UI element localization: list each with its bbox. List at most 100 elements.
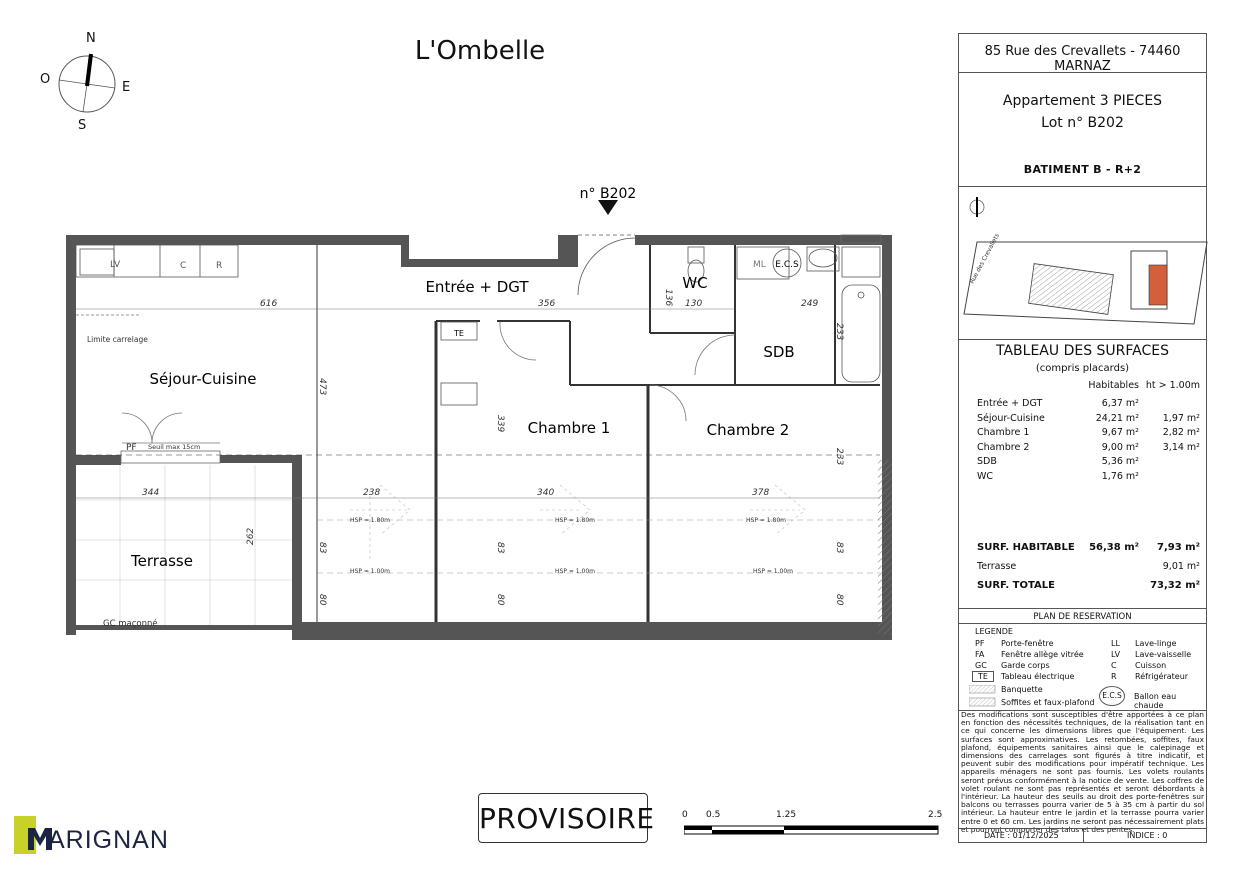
- surf-habitable-row: SURF. HABITABLE 56,38 m² 7,93 m²: [977, 542, 1200, 553]
- legend-soffites: Soffites et faux-plafond: [1001, 698, 1095, 707]
- dim-80-2: 80: [495, 594, 505, 606]
- scale-tick-1: 0.5: [706, 810, 721, 820]
- room-labels: Séjour-Cuisine Entrée + DGT WC SDB Chamb…: [130, 274, 795, 570]
- dim-262: 262: [246, 528, 256, 545]
- room-terrasse: Terrasse: [130, 552, 193, 570]
- compass-rose: N O E S: [40, 30, 150, 133]
- gc-label: GC maçonné: [103, 618, 158, 629]
- exterior-walls: [66, 235, 892, 640]
- dim-130: 130: [685, 299, 702, 309]
- hsp-180-2: HSP = 1.80m: [555, 517, 595, 524]
- hatch-legend-icon: [969, 685, 996, 707]
- dim-233-sdb: 233: [834, 323, 844, 340]
- pf-label: PF: [126, 443, 137, 453]
- legend-text: Lave-linge: [1135, 639, 1177, 648]
- room-entree: Entrée + DGT: [425, 278, 529, 296]
- legend-text: Cuisson: [1135, 661, 1167, 670]
- table-row: Séjour-Cuisine 24,21 m² 1,97 m²: [977, 413, 1200, 424]
- floor-plan: LV C R n° B202 ML E.C.S TE: [60, 185, 900, 645]
- legend-banquette: Banquette: [1001, 685, 1043, 694]
- table-row: Chambre 2 9,00 m² 3,14 m²: [977, 442, 1200, 453]
- legend-ecs: Ballon eau chaude: [1134, 692, 1177, 710]
- dim-238: 238: [363, 488, 380, 498]
- indice: INDICE : 0: [1127, 831, 1168, 840]
- lot-marker: n° B202: [580, 186, 637, 202]
- legend-code: TE: [972, 671, 994, 682]
- lv-label: LV: [110, 260, 121, 270]
- apartment-type: Appartement 3 PIECES: [1002, 93, 1163, 109]
- hsp-180-1: HSP = 1.80m: [350, 517, 390, 524]
- lot-number: Lot n° B202: [1041, 115, 1124, 131]
- dim-616: 616: [260, 299, 277, 309]
- table-row: Entrée + DGT 6,37 m²: [977, 398, 1139, 409]
- dim-356: 356: [538, 299, 555, 309]
- site-plan: Rue des Crevallets: [959, 189, 1208, 339]
- interior-walls: [76, 245, 880, 622]
- marignan-logo: ARIGNAN: [14, 816, 194, 856]
- dim-83-1: 83: [317, 542, 327, 554]
- ecs-label: E.C.S: [775, 260, 799, 270]
- terrace-tiles: [76, 465, 292, 625]
- seuil-label: Seuil max 15cm: [148, 443, 200, 451]
- dim-344: 344: [142, 488, 159, 498]
- scale-tick-2: 1.25: [776, 810, 797, 820]
- roof-window-markers: [350, 484, 806, 560]
- address: 85 Rue des Crevallets - 74460 MARNAZ: [984, 44, 1181, 74]
- logo-text: ARIGNAN: [48, 826, 169, 854]
- plan-title: L'Ombelle: [414, 36, 546, 66]
- room-chambre-1: Chambre 1: [528, 419, 611, 437]
- dim-80-3: 80: [834, 594, 844, 606]
- dim-83-2: 83: [495, 542, 505, 554]
- notes: Des modifications sont susceptibles d'êt…: [961, 710, 1204, 834]
- compass-east: E: [122, 80, 131, 95]
- table-row: Chambre 1 9,67 m² 2,82 m²: [977, 427, 1200, 438]
- ecs-icon: E.C.S: [1099, 686, 1125, 706]
- electrical-panel: [440, 321, 478, 406]
- wc-fixtures: [687, 246, 881, 383]
- legend-text: Porte-fenêtre: [1001, 639, 1054, 648]
- apartment-block: Appartement 3 PIECES Lot n° B202: [959, 90, 1206, 134]
- kitchen-counter: [75, 244, 239, 278]
- col-ht: ht > 1.00m: [1145, 380, 1200, 391]
- legend-text: Réfrigérateur: [1135, 672, 1189, 681]
- table-row: SDB 5,36 m²: [977, 456, 1139, 467]
- limite-carrelage-label: Limite carrelage: [87, 335, 148, 344]
- surfaces-subtitle: (compris placards): [1035, 363, 1130, 374]
- te-label: TE: [453, 329, 464, 338]
- entrance-door: [577, 234, 636, 296]
- dimension-lines: [76, 308, 880, 499]
- legend-text: Tableau électrique: [1001, 672, 1075, 681]
- compass-icon: [58, 53, 116, 113]
- compass-west: O: [40, 72, 51, 87]
- scale-tick-0: 0: [682, 810, 688, 820]
- legende-title: LEGENDE: [975, 627, 1013, 636]
- info-panel: 85 Rue des Crevallets - 74460 MARNAZ App…: [958, 33, 1208, 843]
- legend-code: LV: [1111, 650, 1121, 659]
- scale-bar: 0 0.5 1.25 2.5: [682, 810, 942, 840]
- legend-text: Garde corps: [1001, 661, 1050, 670]
- surfaces-title: TABLEAU DES SURFACES: [996, 343, 1169, 359]
- legend-code: R: [1111, 672, 1117, 681]
- provisoire-stamp: PROVISOIRE: [478, 793, 654, 843]
- legend-code: LL: [1111, 639, 1120, 648]
- dim-473: 473: [317, 378, 327, 395]
- legend-code: GC: [975, 661, 987, 670]
- hsp-100-1: HSP = 1.00m: [350, 568, 390, 575]
- dim-80-1: 80: [317, 594, 327, 606]
- hsp-100-3: HSP = 1.00m: [753, 568, 793, 575]
- street-label: Rue des Crevallets: [969, 232, 1001, 285]
- dimensions: 616 356 130 249 344 238 340 378 136 473 …: [142, 289, 844, 606]
- dim-233-ch2: 233: [834, 448, 844, 465]
- building-level: BATIMENT B - R+2: [1023, 163, 1142, 176]
- sloped-ceiling-lines: [317, 519, 880, 574]
- room-wc: WC: [682, 274, 707, 292]
- r-label: R: [216, 261, 222, 271]
- hsp-100-2: HSP = 1.00m: [555, 568, 595, 575]
- terrasse-row: Terrasse 9,01 m²: [977, 561, 1200, 572]
- ml-label: ML: [753, 260, 766, 270]
- legend-text: Fenêtre allège vitrée: [1001, 650, 1084, 659]
- legend-code: FA: [975, 650, 985, 659]
- dim-378: 378: [752, 488, 769, 498]
- surf-totale-row: SURF. TOTALE 73,32 m²: [977, 580, 1200, 591]
- dim-136: 136: [663, 289, 673, 306]
